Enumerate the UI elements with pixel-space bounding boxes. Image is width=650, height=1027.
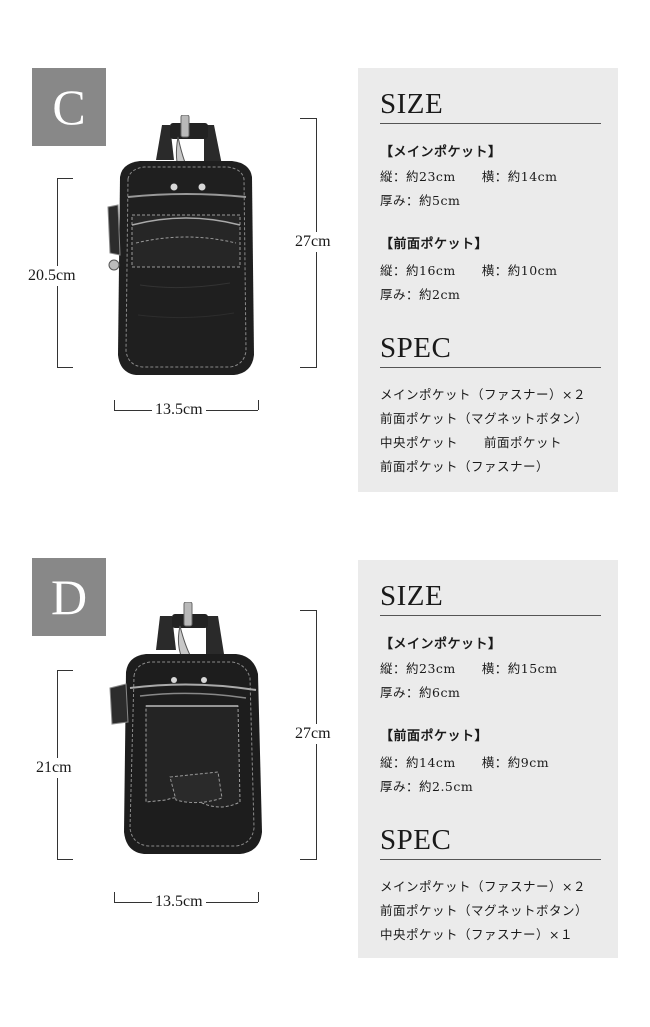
dim-cap (114, 400, 115, 410)
front-pocket-depth: 厚み：約2.5cm (380, 779, 474, 794)
main-pocket-depth: 厚み：約5cm (380, 193, 461, 208)
dim-cap (114, 892, 115, 902)
main-pocket-depth: 厚み：約6cm (380, 685, 461, 700)
front-pocket-depth: 厚み：約2cm (380, 287, 461, 302)
size-heading: SIZE (380, 88, 601, 124)
dim-cap (57, 859, 73, 860)
spec-heading: SPEC (380, 824, 601, 860)
dim-cap (300, 859, 316, 860)
main-pocket-title: 【メインポケット】 (380, 637, 502, 652)
main-pocket-title: 【メインポケット】 (380, 145, 502, 160)
variant-letter-badge: D (32, 558, 106, 636)
dim-cap (258, 892, 259, 902)
variant-letter-badge: C (32, 68, 106, 146)
spec-item: メインポケット（ファスナー）×２ (380, 879, 586, 894)
spec-item: 前面ポケット（マグネットボタン） (380, 411, 589, 426)
product-section-c: C 20.5cm 27cm 1 (0, 0, 650, 500)
spec-heading: SPEC (380, 332, 601, 368)
dim-cap (300, 367, 316, 368)
spec-item: 中央ポケット 前面ポケット (380, 435, 563, 450)
spec-item: 前面ポケット（ファスナー） (380, 459, 550, 474)
main-pocket-dims: 縦：約23cm 横：約14cm (380, 169, 558, 184)
dim-cap (258, 400, 259, 410)
bag-d-image (109, 602, 262, 854)
width-label: 13.5cm (152, 400, 206, 420)
spec-item: メインポケット（ファスナー）×２ (380, 387, 586, 402)
front-pocket-dims: 縦：約14cm 横：約9cm (380, 755, 550, 770)
height-label: 20.5cm (25, 266, 79, 286)
front-pocket-title: 【前面ポケット】 (380, 729, 489, 744)
size-heading: SIZE (380, 580, 601, 616)
dim-cap (300, 610, 316, 611)
total-height-label: 27cm (292, 232, 334, 252)
spec-item: 前面ポケット（マグネットボタン） (380, 903, 589, 918)
width-label: 13.5cm (152, 892, 206, 912)
product-section-d: D 21cm 27cm 13.5cm (0, 490, 650, 990)
spec-panel: SIZE 【メインポケット】 縦：約23cm 横：約14cm 厚み：約5cm 【… (358, 68, 618, 492)
dim-cap (57, 367, 73, 368)
total-height-label: 27cm (292, 724, 334, 744)
spec-panel: SIZE 【メインポケット】 縦：約23cm 横：約15cm 厚み：約6cm 【… (358, 560, 618, 958)
dim-cap (57, 178, 73, 179)
front-pocket-dims: 縦：約16cm 横：約10cm (380, 263, 558, 278)
bag-c-image (107, 115, 254, 375)
height-label: 21cm (33, 758, 75, 778)
dim-cap (57, 670, 73, 671)
spec-item: 中央ポケット（ファスナー）×１ (380, 927, 573, 942)
main-pocket-dims: 縦：約23cm 横：約15cm (380, 661, 558, 676)
front-pocket-title: 【前面ポケット】 (380, 237, 489, 252)
dim-cap (300, 118, 316, 119)
